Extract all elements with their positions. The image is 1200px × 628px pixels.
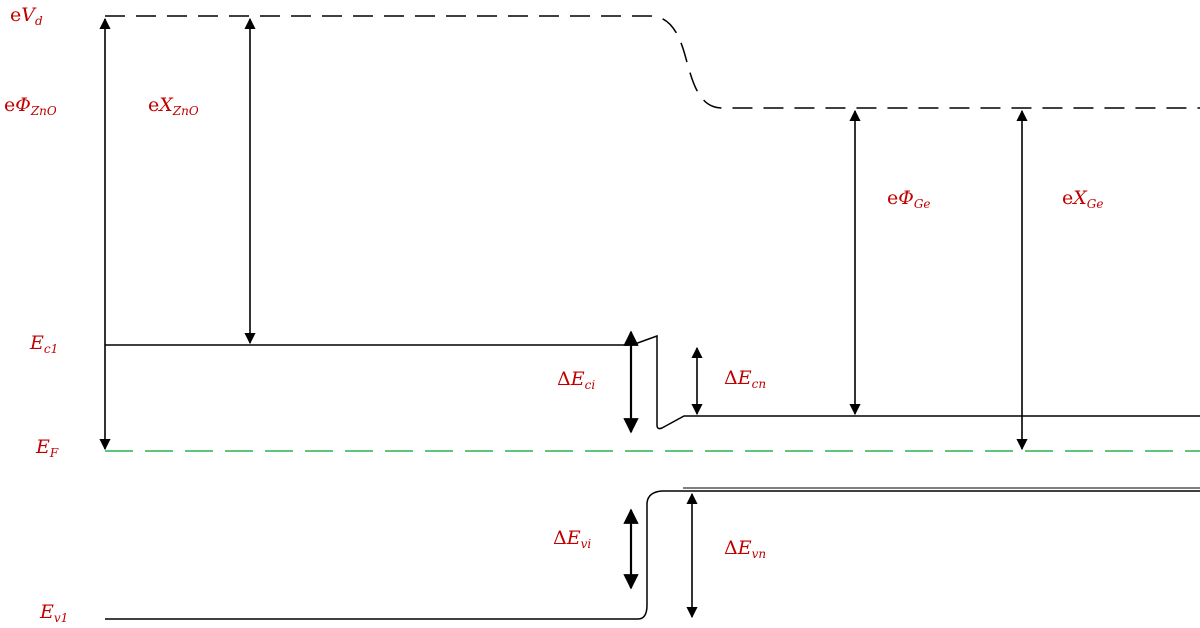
label-eXZnO: eXZnO (148, 94, 199, 118)
label-dEvi: ΔEvi (553, 527, 592, 551)
label-ePhiGe: eΦGe (887, 187, 931, 211)
valence-band-line (105, 490, 1200, 620)
label-ePhiZnO: eΦZnO (4, 94, 57, 118)
label-dEvn: ΔEvn (724, 537, 767, 561)
label-eVd: eVd (10, 4, 43, 28)
label-dEcn: ΔEcn (724, 367, 767, 391)
label-Ec1: Ec1 (30, 332, 59, 356)
label-EF: EF (36, 436, 59, 460)
label-eXGe: eXGe (1062, 187, 1104, 211)
label-dEci: ΔEci (557, 368, 596, 392)
label-Ev1: Ev1 (40, 601, 69, 625)
conduction-band-line (105, 334, 1200, 430)
vacuum-level-line (105, 15, 1200, 109)
